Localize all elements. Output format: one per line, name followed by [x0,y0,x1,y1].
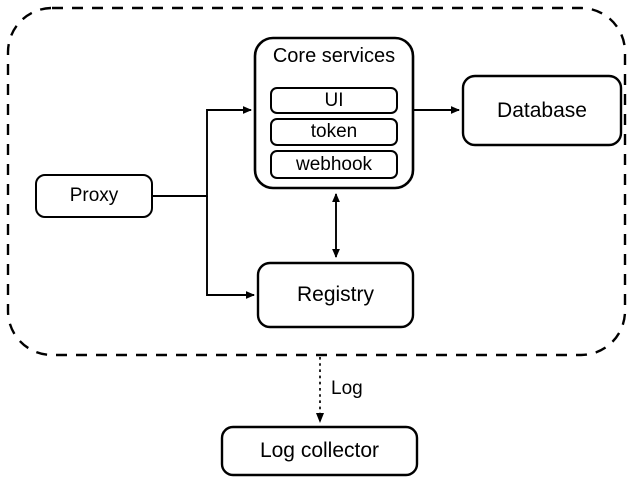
node-ui[interactable] [270,87,398,114]
edge-proxy-registry [206,196,255,299]
node-log-collector[interactable] [220,425,419,477]
node-database[interactable] [461,74,623,147]
system-boundary [6,6,627,357]
node-registry[interactable] [256,261,415,329]
node-token[interactable] [270,118,398,146]
node-webhook[interactable] [270,150,398,179]
edge-proxy-core [152,106,252,197]
node-proxy[interactable] [35,174,153,218]
